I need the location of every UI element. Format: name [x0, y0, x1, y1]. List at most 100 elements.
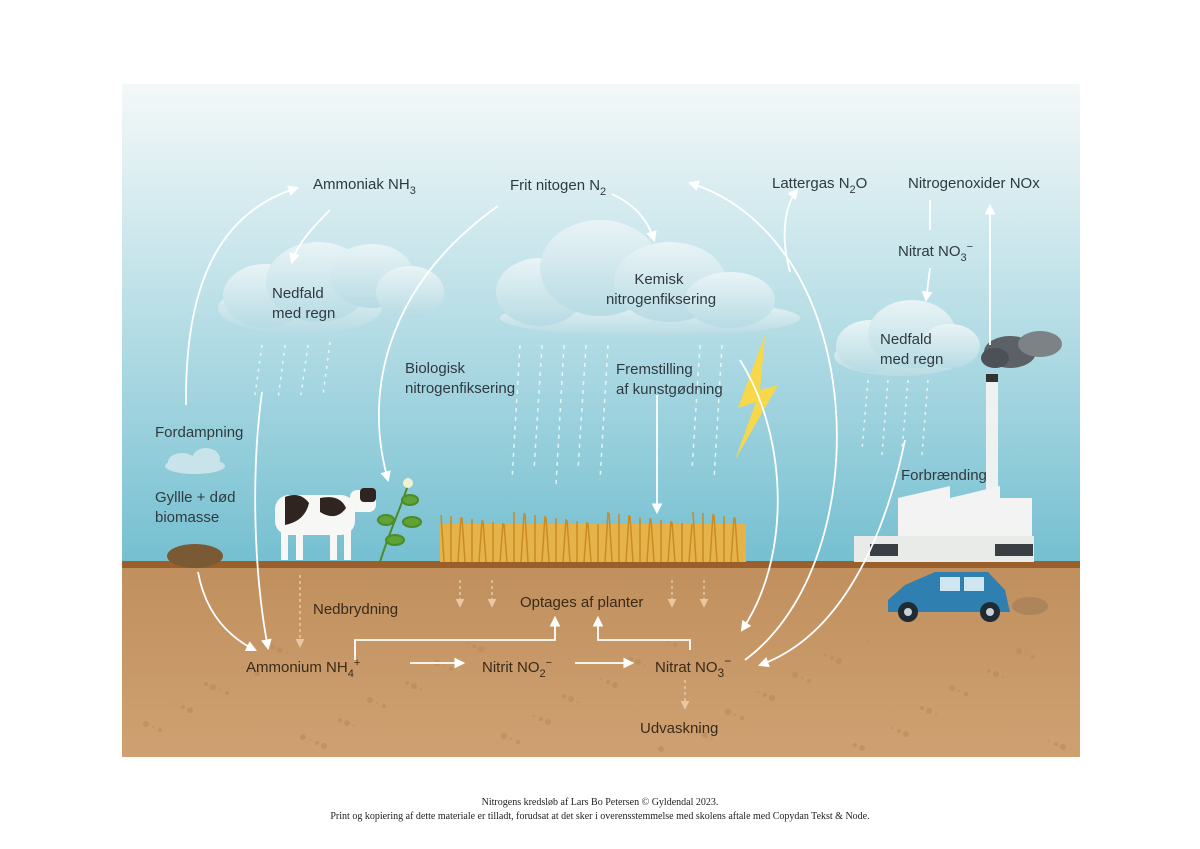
soil-speck [807, 679, 811, 683]
soil-surface [122, 561, 1080, 568]
soil-speck [935, 713, 937, 715]
label-udvaskning: Udvaskning [640, 720, 718, 737]
label-forbraending: Forbrænding [901, 467, 987, 484]
wheat-stalk [541, 515, 546, 563]
wheat-stalk [713, 514, 718, 563]
soil-speck [449, 667, 453, 671]
arrow-gylle-to-ammonium [197, 571, 257, 651]
label-biologisk: Biologisk nitrogenfiksering [405, 360, 515, 397]
cow [275, 488, 376, 560]
soil-arrows [295, 575, 709, 710]
soil-speck [1048, 740, 1050, 742]
soil-speck [987, 669, 991, 673]
soil-speck [667, 641, 669, 643]
soil-speck [635, 659, 641, 665]
rain-right [861, 379, 929, 456]
soil-speck [926, 708, 932, 714]
manure-pile [167, 544, 223, 568]
wheat-stalk [478, 519, 483, 563]
soil-speck [472, 644, 476, 648]
plant [377, 478, 422, 563]
soil-speck [510, 738, 512, 740]
soil-speck [1060, 744, 1066, 750]
soil-speck [271, 645, 275, 649]
caption-line-2: Print og kopiering af dette materiale er… [330, 811, 870, 822]
wheat-stalk [545, 516, 550, 563]
soil-speck [242, 666, 244, 668]
soil-speck [859, 745, 865, 751]
wheat-stalk [503, 523, 508, 563]
arrow-ammoniak-to-nedfald [289, 209, 331, 265]
soil-speck [903, 731, 909, 737]
soil-speck [725, 709, 731, 715]
soil-speck [711, 737, 713, 739]
soil-speck [286, 652, 288, 654]
soil-speck [321, 743, 327, 749]
soil-speck [644, 664, 646, 666]
arrow-nedfald-left-to-ammonium [254, 391, 272, 651]
soil-speck [734, 714, 736, 716]
soil-speck [443, 665, 445, 667]
soil-speck [673, 643, 677, 647]
wheat-stalk [608, 512, 613, 563]
wheat-stalk [667, 520, 672, 563]
soil-speck [158, 728, 162, 732]
soil-speck [420, 688, 422, 690]
soil-speck [1002, 676, 1004, 678]
label-nedfald-left: Nedfald med regn [272, 285, 335, 322]
arrow-frit-to-biologisk [378, 205, 499, 483]
soil-speck [466, 642, 468, 644]
cloud-right [834, 300, 980, 376]
soil-speck [204, 682, 208, 686]
soil-speck [248, 668, 252, 672]
rain-left [254, 341, 331, 401]
rain-center [511, 344, 723, 486]
soil-speck [891, 727, 893, 729]
soil-speck [254, 670, 260, 676]
soil-speck [152, 726, 154, 728]
soil-speck [300, 734, 306, 740]
wheat-stalk [457, 516, 462, 563]
cycle-arrows [185, 180, 996, 669]
wheat-stalk [646, 517, 651, 563]
soil-speck [277, 647, 283, 653]
soil-speck [763, 693, 767, 697]
soil-speck [658, 746, 664, 752]
soil-speck [338, 718, 342, 722]
soil-speck [964, 692, 968, 696]
soil-speck [533, 715, 535, 717]
soil-speck [411, 683, 417, 689]
soil-speck [129, 639, 131, 641]
label-nitrat-soil: Nitrat NO3− [655, 654, 731, 680]
soil-speck [344, 720, 350, 726]
label-fordampning: Fordampning [155, 424, 243, 441]
wheat-stalk [709, 513, 714, 563]
arrow-nitrat-air-to-nedfald [921, 267, 933, 303]
car [888, 572, 1048, 622]
soil-speck [181, 705, 185, 709]
soil-speck [1054, 742, 1058, 746]
label-fremstilling: Fremstilling af kunstgødning [616, 361, 723, 398]
label-nedfald-right: Nedfald med regn [880, 331, 943, 368]
soil-speck [606, 680, 610, 684]
soil-speck [501, 733, 507, 739]
soil-speck [478, 646, 484, 652]
soil-speck [568, 696, 574, 702]
caption-line-1: Nitrogens kredsløb af Lars Bo Petersen ©… [481, 797, 719, 808]
soil-speck [740, 716, 744, 720]
factory [854, 331, 1062, 562]
soil-speck [830, 656, 834, 660]
arrow-lightning-to-nitrat [739, 359, 779, 632]
label-ammoniak: Ammoniak NH3 [313, 176, 416, 197]
wheat-stalk [524, 513, 529, 563]
soil-speck [315, 741, 319, 745]
soil-speck [516, 740, 520, 744]
soil-speck [836, 658, 842, 664]
label-kemisk: Kemisk nitrogenfiksering [606, 271, 716, 308]
wheat-stalks [440, 511, 739, 563]
wheat-stalk [587, 522, 592, 563]
wheat-stalk [562, 518, 567, 563]
wheat-stalk [730, 516, 735, 563]
label-lattergas: Lattergas N2O [772, 175, 867, 196]
